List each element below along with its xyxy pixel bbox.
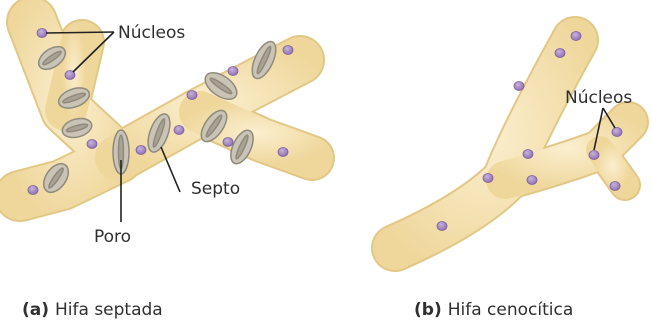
hypha-body-b	[395, 40, 628, 248]
label-pore: Poro	[94, 227, 131, 247]
nucleus	[223, 138, 233, 147]
nucleus	[589, 151, 599, 160]
coenocytic-hypha: Núcleos	[395, 32, 632, 249]
nucleus	[571, 32, 581, 41]
caption-a: (a) Hifa septada	[22, 300, 163, 320]
nucleus	[228, 67, 238, 76]
nucleus	[555, 49, 565, 58]
nucleus	[37, 29, 47, 38]
nucleus	[514, 82, 524, 91]
nucleus	[527, 176, 537, 185]
nucleus	[174, 126, 184, 135]
septate-hypha: Núcleos Poro Septo	[20, 22, 312, 247]
label-nuclei-a: Núcleos	[118, 23, 185, 43]
nucleus	[523, 150, 533, 159]
label-nuclei-b: Núcleos	[565, 88, 632, 108]
nucleus	[278, 148, 288, 157]
caption-a-tag: (a)	[22, 300, 49, 320]
nucleus	[483, 174, 493, 183]
nucleus	[612, 128, 622, 137]
nucleus	[136, 146, 146, 155]
nucleus	[283, 46, 293, 55]
nucleus	[87, 140, 97, 149]
nucleus	[187, 91, 197, 100]
label-septum: Septo	[191, 179, 240, 199]
caption-b: (b) Hifa cenocítica	[414, 300, 573, 320]
caption-b-tag: (b)	[414, 300, 442, 320]
nucleus	[437, 222, 447, 231]
caption-b-text: Hifa cenocítica	[448, 300, 574, 320]
nucleus	[28, 186, 38, 195]
nucleus	[610, 182, 620, 191]
caption-a-text: Hifa septada	[55, 300, 163, 320]
